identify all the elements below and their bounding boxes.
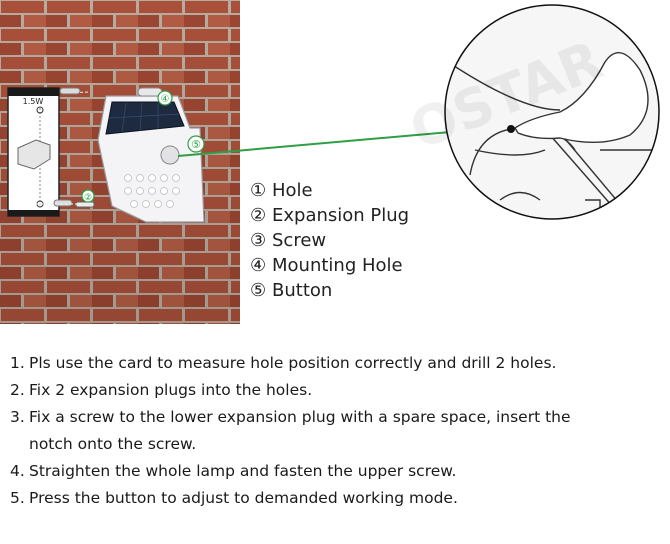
finger-outline: [514, 52, 649, 144]
pir-sensor: [160, 145, 180, 165]
callout-2: ②: [81, 189, 95, 203]
solar-panel: [105, 101, 185, 135]
callout-4: ④: [157, 90, 173, 106]
svg-text:④: ④: [161, 94, 170, 105]
installation-steps: 1.Pls use the card to measure hole posit…: [10, 350, 660, 512]
step-item: 2.Fix 2 expansion plugs into the holes.: [10, 381, 313, 399]
svg-text:②: ②: [84, 193, 92, 203]
svg-text:⑤: ⑤: [191, 138, 201, 151]
step-item: 3.Fix a screw to the lower expansion plu…: [10, 408, 571, 453]
card-label: 1.5W: [23, 97, 44, 106]
measuring-card: 1.5W: [7, 87, 60, 217]
installation-illustration: 1.5W ② ④ ⑤: [0, 0, 660, 324]
screws-and-plugs: [35, 87, 95, 208]
illustration-svg: 1.5W ② ④ ⑤: [0, 0, 660, 324]
zoom-detail-circle: [444, 4, 660, 220]
step-item: 1.Pls use the card to measure hole posit…: [10, 354, 557, 372]
solar-wall-lamp: [97, 87, 205, 223]
step-item: 5.Press the button to adjust to demanded…: [10, 489, 458, 507]
step-item: 4.Straighten the whole lamp and fasten t…: [10, 462, 457, 480]
callout-5: ⑤: [187, 135, 205, 153]
button-dot: [507, 125, 515, 133]
led-array: [124, 174, 180, 208]
